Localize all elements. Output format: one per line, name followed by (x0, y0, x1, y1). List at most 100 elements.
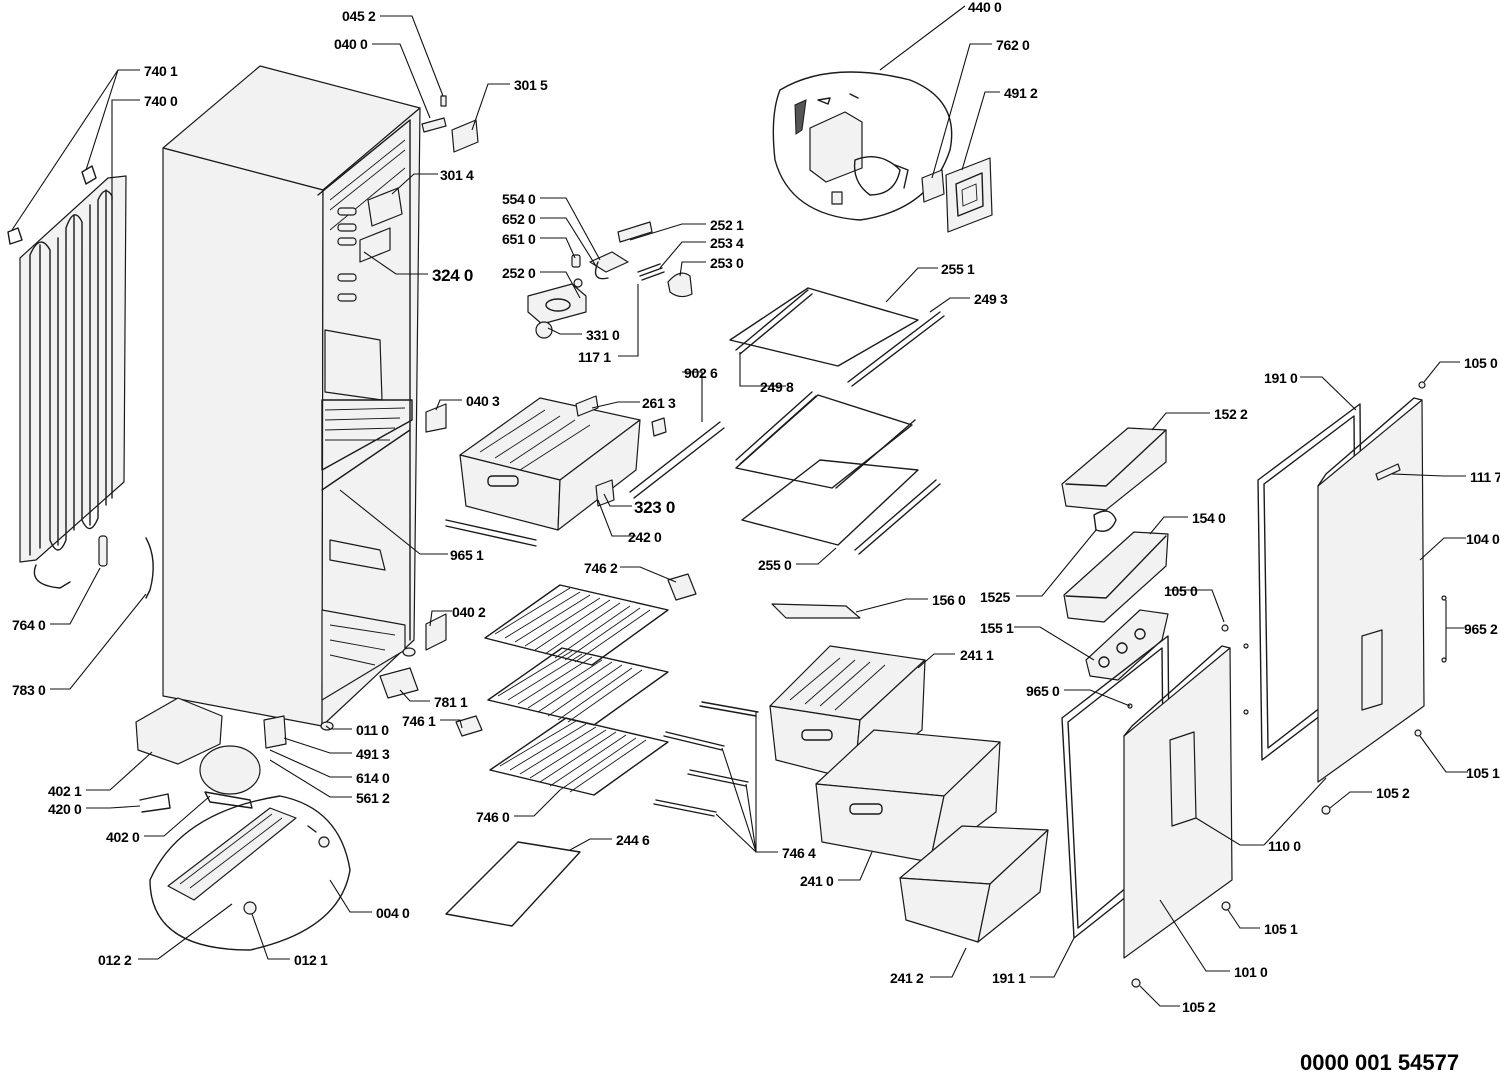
label-331-0: 331 0 (586, 327, 620, 343)
part-764-0 (98, 535, 108, 567)
label-011-0: 011 0 (356, 722, 389, 738)
label-104-0: 104 0 (1466, 531, 1500, 547)
drawer-rail-part (445, 519, 537, 547)
label-241-0: 241 0 (800, 873, 834, 889)
label-241-2: 241 2 (890, 970, 924, 986)
label-965-1: 965 1 (450, 547, 484, 563)
label-105-1-mid: 105 1 (1264, 921, 1298, 937)
part-244-6 (445, 841, 581, 927)
vegetable-drawers-part (769, 645, 1049, 943)
label-156-0: 156 0 (932, 592, 966, 608)
door-shelves-part (1061, 427, 1169, 681)
label-101-0: 101 0 (1234, 964, 1268, 980)
label-783-0: 783 0 (12, 682, 46, 698)
label-1525: 1525 (980, 589, 1010, 605)
label-420-0: 420 0 (48, 801, 82, 817)
label-440-0: 440 0 (968, 0, 1002, 15)
label-105-1-right: 105 1 (1466, 765, 1500, 781)
document-number: 0000 001 54577 (1300, 1050, 1459, 1075)
glass-shelves-part (729, 287, 945, 555)
label-762-0: 762 0 (996, 37, 1030, 53)
label-902-6: 902 6 (684, 365, 718, 381)
part-156-0 (771, 603, 861, 619)
label-154-0: 154 0 (1192, 510, 1226, 526)
label-253-4: 253 4 (710, 235, 744, 251)
label-651-0: 651 0 (502, 231, 536, 247)
doors-part (1061, 397, 1425, 959)
label-105-2-right: 105 2 (1376, 785, 1410, 801)
label-040-2: 040 2 (452, 604, 486, 620)
part-746-2 (667, 573, 697, 601)
thermostat-group-part (527, 221, 693, 339)
base-plate-part (149, 795, 351, 951)
label-105-2-bottom: 105 2 (1182, 999, 1216, 1015)
label-324-0: 324 0 (432, 266, 473, 285)
label-402-0: 402 0 (106, 829, 140, 845)
label-252-1: 252 1 (710, 217, 744, 233)
label-004-0: 004 0 (376, 905, 410, 921)
label-261-3: 261 3 (642, 395, 676, 411)
label-561-2: 561 2 (356, 790, 390, 806)
label-111-7: 111 7 (1470, 469, 1500, 485)
label-491-3: 491 3 (356, 746, 390, 762)
label-746-1: 746 1 (402, 713, 436, 729)
label-045-2: 045 2 (342, 8, 376, 24)
label-242-0: 242 0 (628, 529, 662, 545)
label-241-1: 241 1 (960, 647, 994, 663)
rails-part (653, 701, 759, 817)
wire-shelves-part (484, 584, 669, 796)
label-764-0: 764 0 (12, 617, 46, 633)
label-105-0-mid: 105 0 (1164, 583, 1198, 599)
label-323-0: 323 0 (634, 498, 675, 517)
part-781-1 (379, 667, 419, 699)
label-554-0: 554 0 (502, 191, 536, 207)
label-301-4: 301 4 (440, 167, 474, 183)
label-614-0: 614 0 (356, 770, 390, 786)
label-740-0: 740 0 (144, 93, 178, 109)
label-255-0: 255 0 (758, 557, 792, 573)
top-hinge-part (421, 95, 479, 153)
label-040-3: 040 3 (466, 393, 500, 409)
condenser-part (7, 165, 127, 589)
part-491-2 (945, 157, 993, 233)
label-105-0-top: 105 0 (1464, 355, 1498, 371)
label-965-0: 965 0 (1026, 683, 1060, 699)
label-491-2: 491 2 (1004, 85, 1038, 101)
label-110-0: 110 0 (1268, 838, 1301, 854)
screws-part (1127, 381, 1447, 988)
label-402-1: 402 1 (48, 783, 82, 799)
part-040-3 (425, 403, 447, 433)
label-252-0: 252 0 (502, 265, 536, 281)
label-040-0: 040 0 (334, 36, 368, 52)
label-746-0: 746 0 (476, 809, 510, 825)
freezer-top-drawer-part (459, 395, 667, 531)
label-152-2: 152 2 (1214, 406, 1248, 422)
leader-lines (11, 5, 1468, 1007)
part-301-4 (367, 187, 403, 227)
parts-drawing (7, 65, 1447, 988)
label-740-1: 740 1 (144, 63, 178, 79)
label-781-1: 781 1 (434, 694, 468, 710)
fan-assembly-part (772, 71, 953, 221)
label-249-8: 249 8 (760, 379, 794, 395)
part-labels: 440 0 045 2 040 0 301 5 740 1 740 0 762 … (12, 0, 1500, 1015)
label-191-1: 191 1 (992, 970, 1026, 986)
cabinet-part (162, 65, 421, 731)
label-117-1: 117 1 (578, 349, 611, 365)
part-902-6 (629, 421, 725, 499)
label-652-0: 652 0 (502, 211, 536, 227)
label-244-6: 244 6 (616, 832, 650, 848)
label-255-1: 255 1 (941, 261, 975, 277)
label-155-1: 155 1 (980, 620, 1014, 636)
label-012-2: 012 2 (98, 952, 132, 968)
label-012-1: 012 1 (294, 952, 328, 968)
compressor-part (135, 697, 287, 813)
label-746-2: 746 2 (584, 560, 618, 576)
part-762-0 (921, 169, 945, 203)
label-253-0: 253 0 (710, 255, 744, 271)
label-746-4: 746 4 (782, 845, 816, 861)
part-746-1 (455, 715, 483, 737)
label-191-0: 191 0 (1264, 370, 1298, 386)
label-301-5: 301 5 (514, 77, 548, 93)
